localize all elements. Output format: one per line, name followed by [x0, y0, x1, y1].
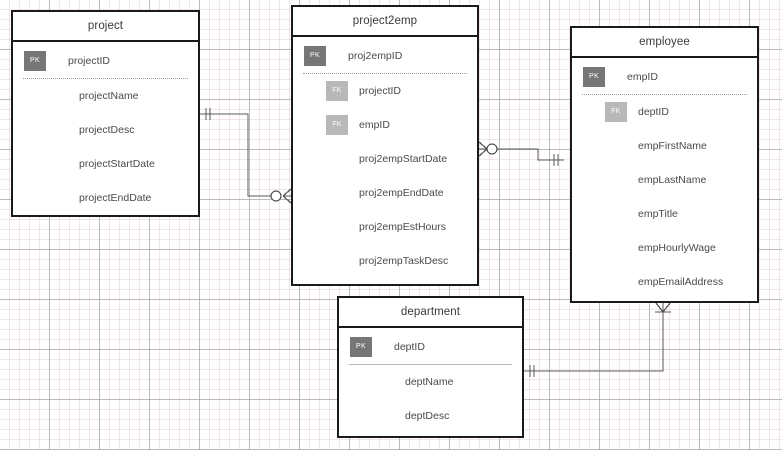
- fk-badge: FK: [326, 81, 348, 101]
- entity-table-department[interactable]: department PK deptID deptName deptDesc: [337, 296, 524, 438]
- pk-badge: PK: [583, 67, 605, 87]
- attribute-row[interactable]: empTitle: [572, 197, 757, 231]
- entity-body-department: PK deptID deptName deptDesc: [339, 328, 522, 436]
- attribute-name: proj2empID: [348, 50, 403, 62]
- attribute-row[interactable]: empLastName: [572, 163, 757, 197]
- attribute-row[interactable]: proj2empEndDate: [293, 176, 477, 210]
- attribute-row[interactable]: projectStartDate: [13, 147, 198, 181]
- attribute-name: proj2empEndDate: [359, 187, 444, 199]
- attribute-row[interactable]: PK projectID: [13, 44, 198, 78]
- attribute-row[interactable]: PK empID: [572, 60, 757, 94]
- attribute-row[interactable]: FK projectID: [293, 74, 477, 108]
- attribute-row[interactable]: projectDesc: [13, 113, 198, 147]
- attribute-name: projectStartDate: [79, 158, 155, 170]
- attribute-name: deptID: [638, 106, 669, 118]
- attribute-name: deptDesc: [405, 410, 450, 422]
- attribute-row[interactable]: projectName: [13, 79, 198, 113]
- attribute-name: projectEndDate: [79, 192, 152, 204]
- relationship-department-to-employee[interactable]: [524, 302, 671, 377]
- attribute-name: projectDesc: [79, 124, 135, 136]
- relationship-project2emp-to-employee[interactable]: [478, 141, 564, 166]
- attribute-name: empTitle: [638, 208, 678, 220]
- attribute-row[interactable]: PK deptID: [339, 330, 522, 364]
- entity-body-project: PK projectID projectName projectDesc pro…: [13, 42, 198, 215]
- entity-title-employee: employee: [572, 28, 757, 58]
- relationship-project-to-project2emp[interactable]: [200, 108, 292, 204]
- entity-title-project: project: [13, 12, 198, 42]
- attribute-name: deptName: [405, 376, 454, 388]
- attribute-row[interactable]: empHourlyWage: [572, 231, 757, 265]
- attribute-name: proj2empTaskDesc: [359, 255, 449, 267]
- attribute-name: empFirstName: [638, 140, 707, 152]
- attribute-row[interactable]: projectEndDate: [13, 181, 198, 215]
- attribute-row[interactable]: FK empID: [293, 108, 477, 142]
- attribute-row[interactable]: PK proj2empID: [293, 39, 477, 73]
- entity-body-employee: PK empID FK deptID empFirstName empLastN…: [572, 58, 757, 301]
- fk-badge: FK: [605, 102, 627, 122]
- attribute-name: projectID: [359, 85, 402, 97]
- pk-divider: [23, 78, 188, 79]
- attribute-name: proj2empEstHours: [359, 221, 446, 233]
- entity-title-department: department: [339, 298, 522, 328]
- entity-title-project2emp: project2emp: [293, 7, 477, 37]
- attribute-name: empID: [627, 71, 658, 83]
- attribute-name: empID: [359, 119, 390, 131]
- attribute-name: projectID: [68, 55, 111, 67]
- pk-divider: [349, 364, 512, 365]
- attribute-row[interactable]: empFirstName: [572, 129, 757, 163]
- attribute-row[interactable]: empEmailAddress: [572, 265, 757, 299]
- pk-divider: [303, 73, 467, 74]
- attribute-name: empHourlyWage: [638, 242, 716, 254]
- attribute-name: projectName: [79, 90, 139, 102]
- entity-body-project2emp: PK proj2empID FK projectID FK empID proj…: [293, 37, 477, 284]
- fk-badge: FK: [326, 115, 348, 135]
- attribute-name: empLastName: [638, 174, 707, 186]
- entity-table-employee[interactable]: employee PK empID FK deptID empFirstName…: [570, 26, 759, 303]
- attribute-row[interactable]: FK deptID: [572, 95, 757, 129]
- attribute-name: deptID: [394, 341, 425, 353]
- entity-table-project[interactable]: project PK projectID projectName project…: [11, 10, 200, 217]
- attribute-name: proj2empStartDate: [359, 153, 448, 165]
- pk-badge: PK: [350, 337, 372, 357]
- entity-table-project2emp[interactable]: project2emp PK proj2empID FK projectID F…: [291, 5, 479, 286]
- pk-divider: [582, 94, 747, 95]
- pk-badge: PK: [24, 51, 46, 71]
- attribute-row[interactable]: proj2empTaskDesc: [293, 244, 477, 278]
- attribute-name: empEmailAddress: [638, 276, 724, 288]
- attribute-row[interactable]: deptName: [339, 365, 522, 399]
- pk-badge: PK: [304, 46, 326, 66]
- attribute-row[interactable]: proj2empEstHours: [293, 210, 477, 244]
- attribute-row[interactable]: deptDesc: [339, 399, 522, 433]
- attribute-row[interactable]: proj2empStartDate: [293, 142, 477, 176]
